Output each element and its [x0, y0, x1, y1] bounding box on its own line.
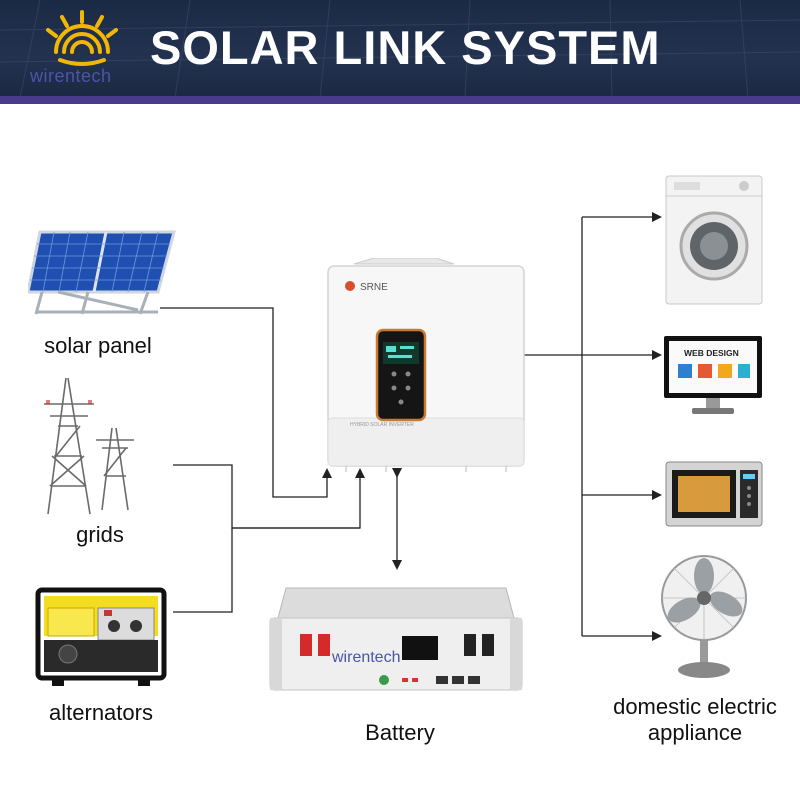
generator-icon [35, 587, 167, 686]
inverter-screen [383, 342, 419, 364]
alternators-label: alternators [49, 700, 153, 725]
washing-machine-icon [665, 175, 763, 305]
solar-cells-background [0, 0, 800, 98]
microwave-icon [665, 461, 763, 527]
solar-to-inverter-line [160, 307, 332, 498]
inverter-brand: SRNE [360, 282, 388, 293]
grids-label: grids [76, 522, 124, 547]
header-banner: wirentech SOLAR LINK SYSTEM [0, 0, 800, 104]
header-strip [0, 96, 800, 104]
brand-logo-text: wirentech [30, 66, 112, 86]
solar-panel-icon [28, 230, 176, 315]
battery-display [402, 636, 438, 660]
hybrid-inverter: SRNE HYBRID SOLAR INVERTER [327, 258, 525, 472]
power-pylon-icon [44, 377, 134, 515]
page-title: SOLAR LINK SYSTEM [150, 21, 661, 74]
battery-brand: wirentech [331, 649, 400, 666]
inverter-model-text: HYBRID SOLAR INVERTER [350, 422, 414, 428]
battery-label: Battery [365, 720, 435, 745]
domestic-appliance-label: domestic electric appliance [613, 694, 777, 745]
monitor-screen-text: WEB DESIGN [684, 348, 739, 358]
grids-to-inverter-line [173, 464, 365, 529]
sun-logo-icon [46, 10, 118, 66]
negative-terminal-icon [464, 634, 476, 656]
alternators-line [173, 528, 233, 613]
solar-panel-label: solar panel [44, 333, 152, 358]
monitor-icon: WEB DESIGN [664, 336, 762, 414]
srne-logo-icon [345, 281, 355, 291]
battery-pack: wirentech [269, 587, 523, 691]
positive-terminal-icon [300, 634, 312, 656]
electric-fan-icon [661, 555, 747, 678]
